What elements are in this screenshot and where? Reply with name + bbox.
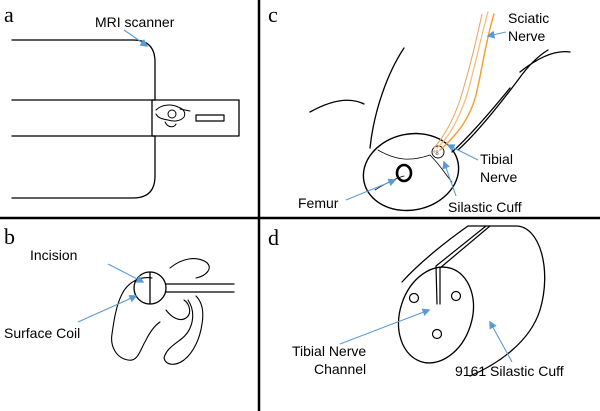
tibial-nerve-channel — [431, 328, 443, 340]
mri-scanner-label: MRI scanner — [95, 14, 175, 30]
channel-right — [450, 290, 462, 302]
sciatic-nerve-arrow — [486, 30, 507, 39]
panel-d: d Tibial Nerve Channel 9161 Silastic Cuf… — [268, 225, 564, 379]
leg-cross-section — [362, 132, 460, 212]
mri-scanner-arrow — [123, 29, 149, 47]
silastic-cuff-9161-label: 9161 Silastic Cuff — [455, 363, 564, 379]
sciatic-nerve — [439, 13, 495, 151]
rat-outline — [111, 258, 210, 365]
panel-c: c °8 Sciatic Nerve Tibial Nerve Femur Si… — [268, 2, 571, 215]
femur-arrow — [345, 178, 397, 201]
panel-a-letter: a — [4, 2, 14, 27]
incision-label: Incision — [30, 247, 77, 263]
cuff-slit — [435, 225, 491, 305]
mri-scanner-body — [11, 39, 156, 199]
tibial-nerve — [436, 11, 489, 149]
rat-sketch — [155, 104, 191, 128]
patient-table — [151, 99, 240, 137]
panel-c-letter: c — [268, 2, 278, 27]
femur-label: Femur — [298, 195, 339, 211]
femur — [395, 163, 413, 183]
surface-coil-arrow — [77, 295, 138, 323]
table-slot — [195, 114, 225, 122]
nerve-branch — [433, 13, 483, 149]
tibial-nerve-channel-label-line1: Tibial Nerve — [292, 343, 366, 359]
muscle-fascia — [377, 149, 453, 183]
panel-a: a MRI scanner — [4, 2, 240, 199]
panel-b: b Incision Surface Coil — [4, 224, 235, 365]
sciatic-nerve-label-line1: Sciatic — [508, 10, 549, 26]
tibial-nerve-channel-label-line2: Channel — [314, 361, 366, 377]
surface-coil-label: Surface Coil — [4, 325, 80, 341]
cuff-cylinder-body — [401, 225, 546, 377]
panel-d-letter: d — [268, 225, 279, 250]
incision-arrow — [107, 263, 145, 283]
silastic-cuff-label: Silastic Cuff — [448, 199, 522, 215]
tibial-nerve-label-line1: Tibial — [480, 151, 513, 167]
leg-outline — [309, 47, 571, 153]
panel-b-letter: b — [4, 224, 15, 249]
cuff-front-face — [397, 266, 475, 364]
tibial-nerve-channel-arrow — [339, 308, 431, 345]
tibial-nerve-arrow — [446, 144, 479, 161]
silastic-cuff-arrow — [442, 160, 457, 197]
tibial-nerve-label-line2: Nerve — [480, 169, 518, 185]
cuff-cross-section — [431, 145, 445, 159]
sciatic-nerve-label-line2: Nerve — [508, 28, 546, 44]
channel-left — [408, 292, 420, 304]
silastic-cuff-9161-arrow — [489, 320, 513, 363]
cuff-dots: °8 — [433, 151, 439, 157]
